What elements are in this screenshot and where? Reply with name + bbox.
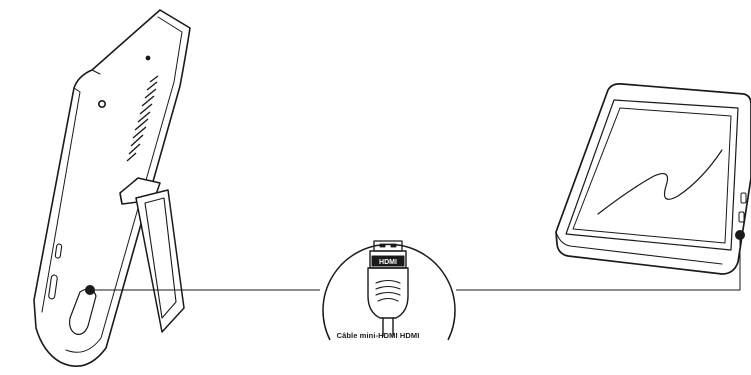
cable-caption-main: HDMI HDMI xyxy=(378,331,420,340)
kickstand-icon xyxy=(119,177,185,333)
speaker-grille-icon xyxy=(126,75,159,162)
right-port-dot xyxy=(735,230,745,240)
hdmi-connector-label: HDMI xyxy=(379,259,397,266)
tablet-display-icon xyxy=(555,83,751,275)
hdmi-cable-line xyxy=(90,236,741,291)
hdmi-connector-icon xyxy=(367,240,409,337)
left-port-dot xyxy=(85,285,95,295)
cable-caption: Câble mini-HDMI HDMI xyxy=(318,331,438,340)
cable-caption-prefix: Câble mini- xyxy=(336,331,379,340)
